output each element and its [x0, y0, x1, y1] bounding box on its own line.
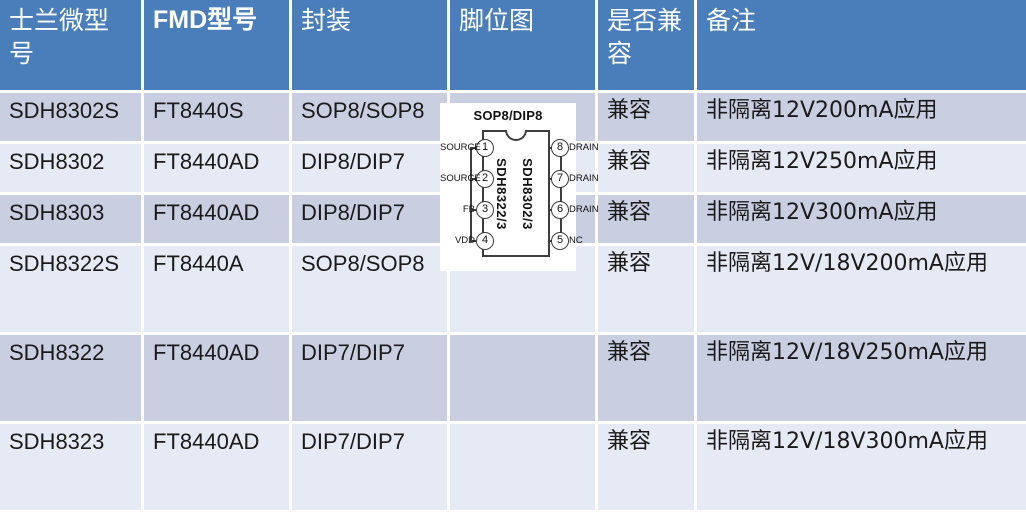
pin-number-1: 1 — [476, 139, 494, 157]
table-row: SDH8302S FT8440S SOP8/SOP8 兼容 非隔离12V200m… — [0, 93, 1026, 141]
column-header-sl-part: 士兰微型号 — [0, 0, 141, 90]
pin-number-3: 3 — [476, 201, 494, 219]
cell-sl-part: SDH8322 — [0, 335, 141, 421]
cell-package: SOP8/SOP8 — [292, 93, 447, 141]
chip-label-right: SDH8302/3 — [520, 157, 535, 230]
cell-sl-part: SDH8302S — [0, 93, 141, 141]
pin-number-4: 4 — [476, 232, 494, 250]
cell-compatible: 兼容 — [598, 335, 694, 421]
cell-package: DIP7/DIP7 — [292, 335, 447, 421]
cell-fmd-part: FT8440AD — [144, 195, 289, 243]
cell-pinout — [450, 424, 595, 510]
pin-rail-left — [470, 147, 472, 240]
column-header-pinout: 脚位图 — [450, 0, 595, 90]
cell-remark: 非隔离12V300mA应用 — [697, 195, 1026, 243]
pin-label-4: VDD — [454, 235, 475, 246]
cell-compatible: 兼容 — [598, 93, 694, 141]
cell-fmd-part: FT8440AD — [144, 144, 289, 192]
cell-fmd-part: FT8440S — [144, 93, 289, 141]
chip-notch-icon — [505, 127, 527, 141]
pin-label-2: SOURCE — [440, 173, 481, 184]
cell-sl-part: SDH8322S — [0, 246, 141, 332]
cell-compatible: 兼容 — [598, 424, 694, 510]
pin-number-5: 5 — [551, 232, 569, 250]
cell-package: DIP7/DIP7 — [292, 424, 447, 510]
pin-rail-right — [560, 147, 562, 240]
table-row: SDH8322S FT8440A SOP8/SOP8 兼容 非隔离12V/18V… — [0, 246, 1026, 332]
table-row: SDH8323 FT8440AD DIP7/DIP7 兼容 非隔离12V/18V… — [0, 424, 1026, 510]
cell-fmd-part: FT8440AD — [144, 335, 289, 421]
pin-label-8: DRAIN — [569, 142, 599, 153]
cell-package: DIP8/DIP7 — [292, 195, 447, 243]
cell-remark: 非隔离12V/18V250mA应用 — [697, 335, 1026, 421]
pin-number-6: 6 — [551, 201, 569, 219]
cell-sl-part: SDH8303 — [0, 195, 141, 243]
cell-compatible: 兼容 — [598, 246, 694, 332]
pinout-title: SOP8/DIP8 — [473, 108, 543, 123]
pin-label-7: DRAIN — [569, 173, 599, 184]
cell-compatible: 兼容 — [598, 144, 694, 192]
cell-sl-part: SDH8323 — [0, 424, 141, 510]
cell-sl-part: SDH8302 — [0, 144, 141, 192]
cell-remark: 非隔离12V200mA应用 — [697, 93, 1026, 141]
cell-package: DIP8/DIP7 — [292, 144, 447, 192]
cell-fmd-part: FT8440A — [144, 246, 289, 332]
cell-remark: 非隔离12V/18V200mA应用 — [697, 246, 1026, 332]
pin-label-5: NC — [569, 235, 583, 246]
pin-label-1: SOURCE — [440, 142, 481, 153]
pin-label-6: DRAIN — [569, 204, 599, 215]
table-header: 士兰微型号 FMD型号 封装 脚位图 是否兼容 备注 — [0, 0, 1026, 90]
pin-number-7: 7 — [551, 170, 569, 188]
cell-pinout — [450, 335, 595, 421]
cell-remark: 非隔离12V/18V300mA应用 — [697, 424, 1026, 510]
cell-package: SOP8/SOP8 — [292, 246, 447, 332]
column-header-compatible: 是否兼容 — [598, 0, 694, 90]
pin-number-8: 8 — [551, 139, 569, 157]
column-header-remark: 备注 — [697, 0, 1026, 90]
column-header-fmd-part: FMD型号 — [144, 0, 289, 90]
cell-compatible: 兼容 — [598, 195, 694, 243]
chip-label-left: SDH8322/3 — [494, 157, 509, 230]
pin-label-3: FB — [462, 204, 475, 215]
pinout-diagram: SOP8/DIP8 SDH8322/3 SDH8302/3 1 2 3 4 SO… — [440, 103, 599, 271]
table-row: SDH8322 FT8440AD DIP7/DIP7 兼容 非隔离12V/18V… — [0, 335, 1026, 421]
header-row: 士兰微型号 FMD型号 封装 脚位图 是否兼容 备注 — [0, 0, 1026, 90]
column-header-package: 封装 — [292, 0, 447, 90]
cell-fmd-part: FT8440AD — [144, 424, 289, 510]
cell-remark: 非隔离12V250mA应用 — [697, 144, 1026, 192]
pin-number-2: 2 — [476, 170, 494, 188]
table-row: SDH8303 FT8440AD DIP8/DIP7 兼容 非隔离12V300m… — [0, 195, 1026, 243]
